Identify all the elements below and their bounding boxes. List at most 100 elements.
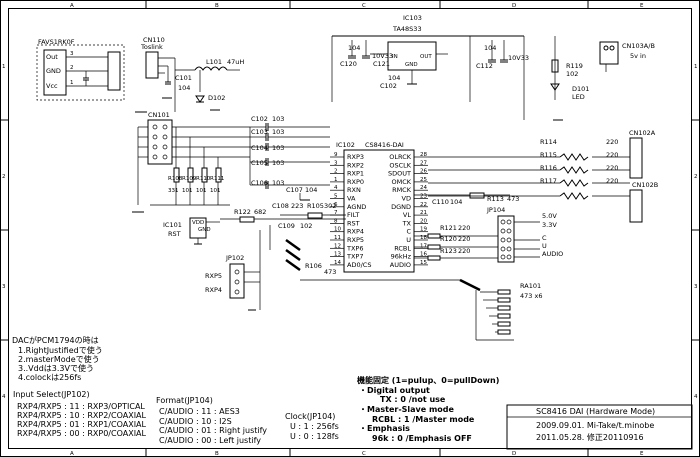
ra-cell [497, 329, 511, 335]
r106-value: 473 [324, 268, 336, 276]
ic102-pin-num: 26 [420, 169, 427, 175]
left-resistors: R108 R109 R110 R111 331 101 101 101 [150, 127, 230, 206]
ic102-pin-name: OMCK [391, 178, 411, 186]
ra101-ref: RA101 [520, 282, 541, 290]
buses [285, 238, 481, 292]
svg-text:R121: R121 [440, 224, 457, 232]
fav-pin-out: Out [46, 53, 58, 61]
svg-text:VDD: VDD [192, 220, 204, 226]
resistor [559, 166, 589, 174]
ic102-pin-name: RXP4 [347, 228, 364, 236]
resistor [559, 192, 589, 200]
row-label: 4 [694, 394, 698, 400]
out-res-value: 220 [606, 164, 618, 172]
r113-value: 473 [507, 195, 519, 203]
ic102-pin-num: 7 [334, 210, 338, 216]
cn110-name: Toslink [140, 43, 163, 51]
fixed-row: RCBL : 1 /Master mode [372, 415, 475, 424]
ic102-pin-num: 24 [420, 185, 427, 191]
frame-col-labels: A B C D E A B C D E 1 2 3 4 1 2 3 4 [2, 3, 698, 457]
out-res-value: 220 [606, 151, 618, 159]
row-label: 1 [2, 64, 6, 70]
jp104-c: C [542, 234, 547, 242]
ic102-pin-num: 14 [334, 260, 341, 266]
ic103-name: TA48S33 [392, 25, 422, 33]
ic102-pin-num: 28 [420, 152, 427, 158]
ic102-pin-name: VL [403, 211, 411, 219]
ra101: RA101 473 x6 [475, 282, 542, 341]
fav-pin-gnd: GND [46, 67, 61, 75]
ic102-pin-num: 13 [334, 252, 341, 258]
fixed-row: ・Emphasis [359, 424, 410, 433]
ic102-pin-num: 16 [420, 252, 427, 258]
ic102-pin-num: 22 [420, 202, 427, 208]
ic102-pin-name: RCBL [394, 244, 411, 252]
ra-cell [497, 305, 511, 311]
r122-value: 682 [254, 208, 266, 216]
c102-top-ref: C102 [380, 82, 397, 90]
ic102-pin-num: 17 [420, 243, 427, 249]
ic102-ref: IC102 [336, 141, 355, 149]
inner-frame [8, 8, 692, 449]
svg-text:1: 1 [70, 80, 74, 86]
svg-text:R123: R123 [440, 247, 457, 255]
col-label: A [70, 451, 74, 457]
d102-ref: D102 [208, 94, 225, 102]
cap-ref: C106 [251, 179, 268, 187]
r12x: R121 220 R120 220 R123 220 [414, 224, 498, 261]
col-label: D [512, 451, 516, 457]
d101-name: LED [572, 93, 585, 101]
l101: L101 47uH D102 [175, 58, 244, 103]
r106-ref: R106 [305, 262, 322, 270]
ic102-pin-name: OLRCK [389, 153, 411, 161]
jp102-area: R106 473 JP102 RXP5 RXP4 [205, 225, 336, 311]
svg-text:IN: IN [392, 54, 398, 60]
title-block-line3: 2011.05.28. 修正20110916 [536, 432, 644, 442]
format-row: C/AUDIO : 00 : Left justify [159, 436, 261, 445]
ra-cell [497, 289, 511, 295]
c101-ref: C101 [175, 74, 192, 82]
ic102-right-pins: 28OLRCK27OSCLK26SDOUT25OMCK24RMCK23VD22D… [388, 152, 428, 269]
out-res-ref: R117 [540, 177, 557, 185]
svg-text:R111: R111 [210, 176, 224, 182]
c108-ref: C108 [272, 202, 289, 210]
ic102-pin-name: RXP5 [347, 236, 364, 244]
svg-text:OUT: OUT [420, 54, 432, 60]
svg-text:220: 220 [458, 224, 470, 232]
ic102-pin-name: TX [402, 219, 412, 227]
out-res-ref: R114 [540, 138, 557, 146]
jp102-rxp4: RXP4 [205, 286, 222, 294]
out-res-value: 220 [606, 138, 618, 146]
r105-ref: R105 [307, 202, 324, 210]
dac-item: 2.masterModeで使う [18, 354, 100, 364]
ic102-pin-num: 8 [334, 218, 338, 224]
ic101-ref: IC101 [163, 221, 182, 229]
row-label: 2 [2, 174, 6, 180]
ic102-pin-name: TXP7 [346, 253, 363, 261]
ic102-pin-name: RXN [347, 186, 361, 194]
jp104-50v: 5.0V [542, 212, 557, 220]
format-row: C/AUDIO : 10 : I2S [159, 417, 232, 426]
cap-value: 103 [272, 128, 284, 136]
cn103-ref: CN103A/B [622, 42, 655, 50]
ic102-pin-num: 1 [334, 177, 338, 183]
jp104-audio: AUDIO [542, 250, 563, 258]
notes-input: Input Select(JP102) RXP4/RXP5 : 11 : RXP… [13, 390, 147, 438]
title-block-line2: 2009.09.01. Mi-Take/t.minobe [536, 421, 654, 430]
title-block: SC8416 DAI (Hardware Mode) 2009.09.01. M… [506, 404, 693, 450]
c113-value: 10V33 [508, 54, 529, 62]
jp102-ref: JP102 [225, 254, 244, 262]
ic102-pin-name: TXP6 [346, 244, 363, 252]
row-label: 4 [2, 394, 6, 400]
svg-text:R110: R110 [196, 176, 211, 182]
ic102-pin-name: AD0/CS [347, 261, 371, 269]
ic102-pin-name: 96kHz [391, 253, 412, 261]
ic102-pin-num: 4 [334, 185, 338, 191]
dac-item: 3..Vddは3.3Vで使う [18, 363, 94, 373]
format-row: C/AUDIO : 11 : AES3 [159, 407, 240, 416]
out-res-ref: R116 [540, 164, 557, 172]
coupling-caps: C102 103 C103 103 C104 103 C105 103 [249, 115, 330, 189]
